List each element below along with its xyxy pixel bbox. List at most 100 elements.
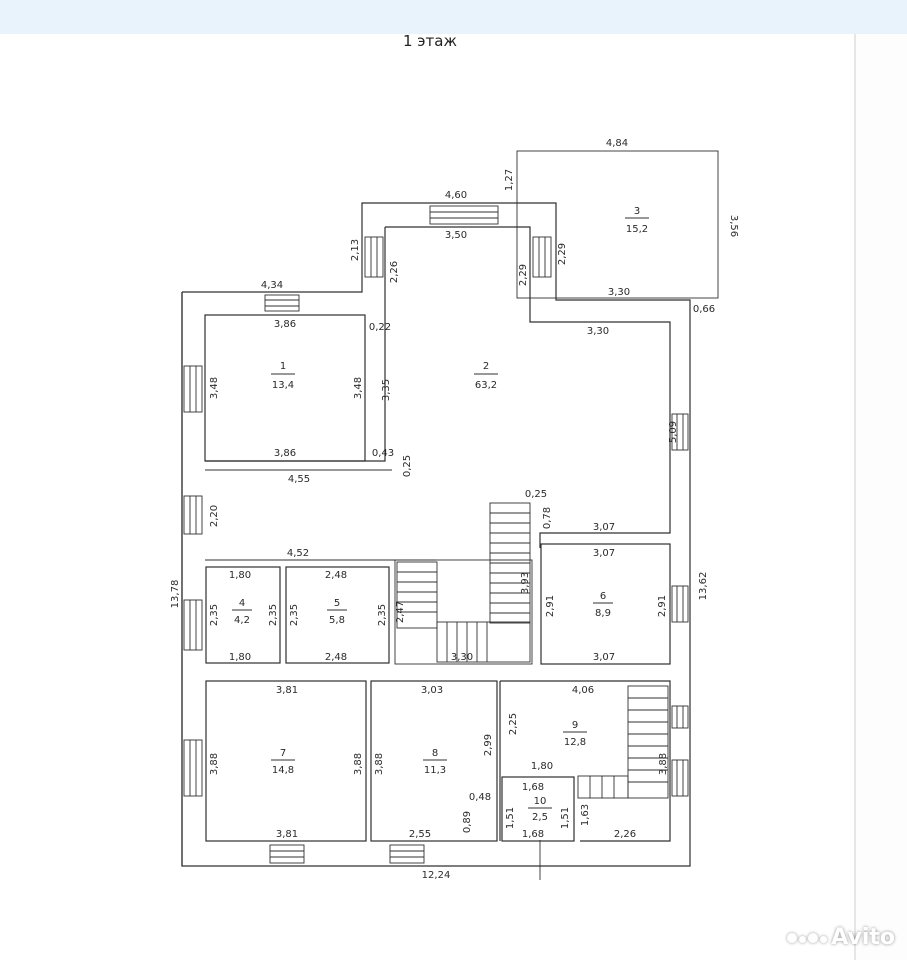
dimension-labels: 4,84 1,27 3,56 4,60 3,50 2,13 2,26 2,29 … [170,138,739,881]
room-1-area: 13,4 [272,380,294,391]
dim-label: 2,26 [614,829,636,840]
dim-label: 5,09 [668,421,679,443]
room-2-number: 2 [483,361,489,372]
room-6-outline [540,543,671,665]
dim-label: 0,25 [402,455,413,477]
room-10-number: 10 [534,796,547,807]
dim-label: 4,55 [288,474,310,485]
dim-label: 3,07 [593,652,615,663]
dim-label: 3,86 [274,448,296,459]
dim-label: 2,35 [377,604,388,626]
room-2-area: 63,2 [475,380,497,391]
dim-label: 2,91 [657,595,668,617]
dim-label: 2,29 [557,243,568,265]
dim-label: 4,60 [445,190,467,201]
dim-label: 1,68 [522,782,544,793]
dim-label: 4,34 [261,280,283,291]
plan-sheet [22,34,854,960]
dim-label: 2,47 [395,601,406,623]
dim-label: 3,03 [421,685,443,696]
room-3-outline [516,150,719,299]
dim-label: 0,25 [525,489,547,500]
room-8-area: 11,3 [424,765,446,776]
dim-label: 0,89 [462,811,473,833]
dim-label: 2,26 [389,261,400,283]
room-3-number: 3 [634,206,640,217]
dim-label: 3,88 [374,753,385,775]
dim-label: 2,20 [209,505,220,527]
dim-label: 2,48 [325,652,347,663]
dim-label: 2,29 [518,264,529,286]
dim-label: 1,80 [229,652,251,663]
dim-label: 2,48 [325,570,347,581]
dim-label: 3,30 [451,652,473,663]
dim-label: 2,35 [209,604,220,626]
dim-label: 0,78 [542,507,553,529]
dim-label: 2,25 [508,713,519,735]
browser-top-bar [0,0,907,34]
dim-label: 13,62 [698,572,709,601]
dim-label: 0,66 [693,304,715,315]
dim-label: 2,35 [289,604,300,626]
room-7-outline [205,680,367,842]
dim-label: 3,48 [353,377,364,399]
dim-label: 2,35 [268,604,279,626]
dim-label: 1,27 [504,169,515,191]
dim-label: 12,24 [422,870,451,881]
dim-label: 1,80 [229,570,251,581]
dim-label: 3,48 [209,377,220,399]
dim-label: 3,88 [353,753,364,775]
dim-label: 3,30 [608,287,630,298]
dim-label: 4,06 [572,685,594,696]
room-labels: 1 13,4 2 63,2 3 15,2 4 4,2 5 5,8 6 8,9 7… [232,206,649,823]
room-5-area: 5,8 [329,615,345,626]
room-6-area: 8,9 [595,608,611,619]
stair-area [394,559,533,665]
watermark-text: Avito [831,925,895,950]
stairs [396,502,669,799]
room-7-area: 14,8 [272,765,294,776]
dim-label: 4,84 [606,138,628,149]
dim-label: 3,81 [276,685,298,696]
dim-label: 3,50 [445,230,467,241]
room-4-area: 4,2 [234,615,250,626]
dim-label: 4,52 [287,548,309,559]
room-10-area: 2,5 [532,812,548,823]
windows [183,205,689,880]
room-5-number: 5 [334,598,340,609]
dim-label: 0,48 [469,792,491,803]
room-6-number: 6 [600,591,606,602]
room-9-area: 12,8 [564,737,586,748]
dim-label: 2,91 [545,595,556,617]
dim-label: 1,63 [580,804,591,826]
sheet-margin [856,34,907,960]
room-8-number: 8 [432,748,438,759]
dim-label: 2,13 [350,239,361,261]
room-5-outline [285,566,390,664]
dim-label: 3,07 [593,522,615,533]
dim-label: 1,68 [522,829,544,840]
dim-label: 3,30 [587,326,609,337]
dim-label: 1,51 [560,807,571,829]
room-4-number: 4 [239,598,245,609]
dim-label: 0,43 [372,448,394,459]
room-4-outline [205,566,281,664]
dim-label: 3,86 [274,319,296,330]
dim-label: 3,56 [728,215,739,237]
room-10-outline [501,776,575,842]
interior-walls [204,226,671,842]
dim-label: 1,80 [531,761,553,772]
dim-label: 3,88 [658,753,669,775]
room-8-outline [370,680,498,842]
room-7-number: 7 [280,748,286,759]
dim-label: 3,07 [593,548,615,559]
avito-watermark: Avito [787,925,895,950]
room-3-area: 15,2 [626,224,648,235]
dim-label: 3,93 [520,572,531,594]
dim-label: 3,81 [276,829,298,840]
dim-label: 1,51 [505,807,516,829]
dim-label: 3,35 [381,379,392,401]
outer-walls [181,150,719,867]
dim-label: 3,88 [209,753,220,775]
